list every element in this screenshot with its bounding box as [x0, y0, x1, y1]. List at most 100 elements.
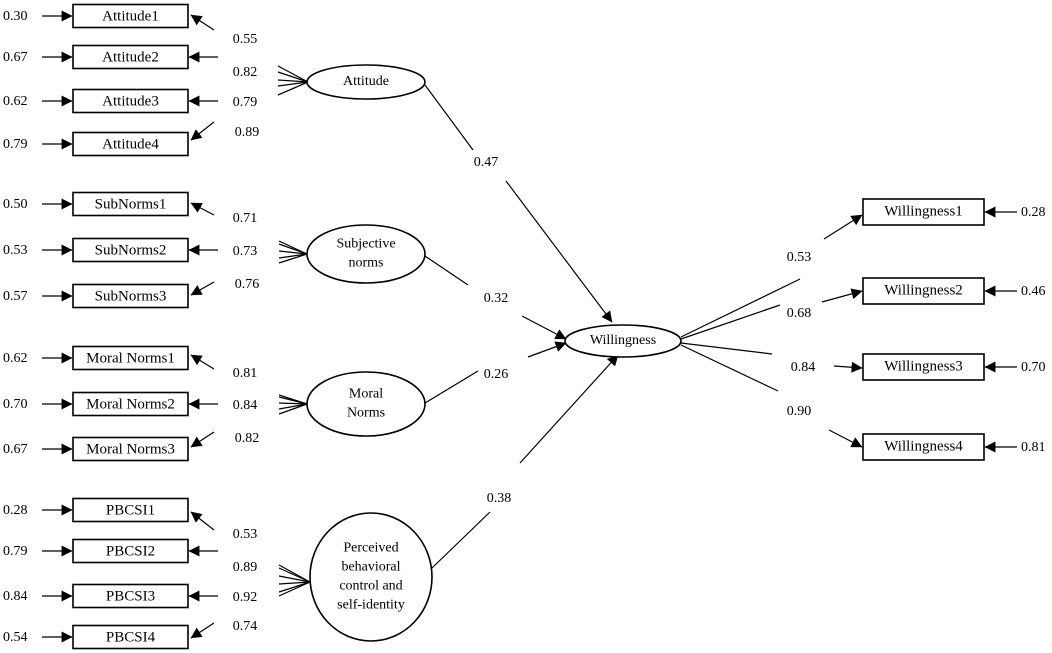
indicator-label-sn2: SubNorms2 — [95, 242, 167, 258]
indicator-label-pb1: PBCSI1 — [106, 502, 155, 518]
indicator-label-mn3: Moral Norms3 — [86, 441, 175, 457]
loading-value-l-w2: 0.68 — [787, 306, 812, 321]
error-value-mn2: 0.70 — [3, 397, 28, 412]
indicator-box-mn1 — [72, 345, 189, 371]
indicator-label-mn2: Moral Norms2 — [86, 396, 175, 412]
indicator-box-mn3 — [72, 436, 189, 462]
indicator-box-w1 — [862, 198, 985, 226]
loading-value-l-sn2: 0.73 — [233, 244, 258, 259]
latent-label-attitude-0: Attitude — [343, 74, 389, 89]
loading-arrow-pb1 — [190, 511, 215, 531]
loading-value-l-pb1: 0.53 — [233, 527, 258, 542]
loading-arrow-mn3 — [190, 431, 215, 448]
indicator-label-sn3: SubNorms3 — [95, 288, 167, 304]
loading-value-l-sn1: 0.71 — [233, 211, 258, 226]
error-value-w2: 0.46 — [1021, 284, 1046, 299]
indicator-box-sn2 — [72, 237, 189, 263]
loading-fan-attitude-0 — [277, 71, 309, 83]
latent-ellipse-moral — [306, 371, 426, 437]
indicator-label-pb2: PBCSI2 — [106, 543, 155, 559]
structural-path-p-pb-b — [519, 354, 619, 464]
loading-value-l-pb2: 0.89 — [233, 560, 258, 575]
path-coefficient-p-mn: 0.26 — [484, 367, 509, 382]
structural-path-p-att-b — [505, 180, 613, 323]
loading-fan-subnorms-0 — [278, 243, 308, 255]
loading-fan-pbcsi-2 — [278, 581, 311, 585]
error-value-w4: 0.81 — [1021, 440, 1046, 455]
loading-fan-subnorms-2 — [278, 253, 308, 259]
latent-label-pbcsi-1: behavioral — [341, 560, 400, 575]
indicator-label-w4: Willingness4 — [884, 438, 963, 454]
node-layer — [72, 3, 985, 650]
loading-fan-attitude-2 — [277, 81, 309, 87]
latent-label-moral-0: Moral — [349, 387, 383, 402]
indicator-box-w4 — [862, 433, 985, 461]
error-value-att3: 0.62 — [3, 94, 28, 109]
loading-fan-moral-2 — [278, 403, 308, 410]
loading-fan-moral-0 — [278, 396, 308, 405]
error-value-pb3: 0.84 — [3, 589, 28, 604]
loading-arrow-sn1 — [190, 202, 215, 216]
indicator-label-w3: Willingness3 — [884, 358, 963, 374]
indicator-label-sn1: SubNorms1 — [95, 196, 167, 212]
loading-arrow-w1 — [823, 214, 863, 240]
loading-value-l-att4: 0.89 — [235, 125, 260, 140]
loading-value-l-pb4: 0.74 — [233, 619, 258, 634]
loading-value-l-pb3: 0.92 — [233, 590, 258, 605]
loading-value-l-att3: 0.79 — [233, 95, 258, 110]
error-value-att2: 0.67 — [3, 50, 28, 65]
loading-fan-pbcsi-3 — [278, 581, 311, 593]
indicator-label-att4: Attitude4 — [102, 136, 159, 152]
error-value-w3: 0.70 — [1021, 360, 1046, 375]
path-coefficient-p-pb: 0.38 — [487, 491, 512, 506]
indicator-box-sn3 — [72, 283, 189, 309]
indicator-label-mn1: Moral Norms1 — [86, 350, 175, 366]
loading-arrow-w2 — [821, 288, 863, 303]
latent-ellipse-attitude — [306, 64, 426, 100]
loading-arrow-w4 — [828, 429, 863, 448]
loading-value-l-mn3: 0.82 — [235, 431, 260, 446]
latent-ellipse-pbcsi — [309, 512, 433, 642]
loading-link-w4 — [680, 344, 779, 392]
indicator-box-sn1 — [72, 191, 189, 217]
indicator-box-w3 — [862, 353, 985, 381]
loading-arrow-sn3 — [190, 281, 215, 296]
structural-path-p-mn-a — [424, 370, 479, 404]
indicator-label-pb3: PBCSI3 — [106, 588, 155, 604]
latent-label-moral-1: Norms — [347, 406, 385, 421]
indicator-label-w1: Willingness1 — [884, 203, 963, 219]
loading-value-l-sn3: 0.76 — [235, 277, 260, 292]
loading-fan-attitude-1 — [277, 79, 309, 83]
latent-ellipse-willingness — [564, 324, 682, 358]
structural-path-p-sn-b — [521, 315, 567, 340]
loading-arrow-mn1 — [190, 354, 215, 370]
loading-fan-subnorms-3 — [278, 253, 308, 264]
loading-value-l-att2: 0.82 — [233, 65, 258, 80]
error-value-mn1: 0.62 — [3, 351, 28, 366]
loading-value-l-w1: 0.53 — [787, 250, 812, 265]
indicator-box-mn2 — [72, 391, 189, 417]
loading-fan-moral-3 — [278, 403, 308, 415]
structural-path-p-att-a — [424, 84, 474, 151]
error-value-pb1: 0.28 — [3, 503, 28, 518]
indicator-label-pb4: PBCSI4 — [106, 629, 156, 645]
loading-fan-pbcsi-0 — [278, 567, 311, 583]
latent-label-pbcsi-2: control and — [339, 579, 402, 594]
loading-value-l-w3: 0.84 — [791, 360, 816, 375]
label-layer: Attitude10.30Attitude20.67Attitude30.62A… — [3, 8, 1046, 645]
indicator-box-pb3 — [72, 583, 189, 609]
indicator-label-w2: Willingness2 — [884, 282, 963, 298]
loading-arrow-w3 — [833, 361, 863, 373]
error-value-sn1: 0.50 — [3, 197, 28, 212]
loading-link-pb3 — [278, 581, 311, 597]
latent-label-pbcsi-0: Perceived — [343, 541, 398, 556]
error-value-pb4: 0.54 — [3, 630, 28, 645]
loading-link-w2 — [680, 304, 781, 340]
indicator-box-pb1 — [72, 497, 189, 523]
indicator-box-att2 — [72, 44, 189, 70]
path-coefficient-p-att: 0.47 — [474, 155, 499, 170]
indicator-box-pb4 — [72, 624, 189, 650]
structural-path-p-mn-b — [527, 341, 567, 358]
indicator-box-att1 — [72, 3, 189, 29]
